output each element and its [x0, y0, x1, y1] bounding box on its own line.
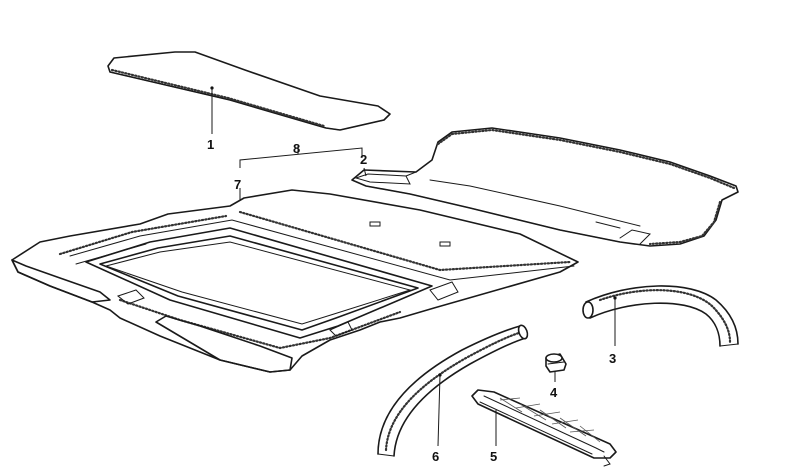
- callout-2: 2: [360, 152, 367, 167]
- callout-7: 7: [234, 177, 241, 192]
- leader-lines: [211, 88, 616, 447]
- part-6-curved-strip: [377, 324, 529, 457]
- part-3-curved-tube: [582, 285, 739, 347]
- callout-3: 3: [609, 351, 616, 366]
- part-2-rear-headliner: [351, 127, 739, 247]
- part-5-vent-grille: [471, 389, 617, 467]
- part-4-grommet: [545, 353, 567, 373]
- callout-8: 8: [293, 141, 300, 156]
- callout-6: 6: [432, 449, 439, 464]
- part-7-front-headliner: [11, 189, 579, 373]
- callout-4: 4: [550, 385, 558, 400]
- callout-1: 1: [207, 137, 214, 152]
- part-1-sunroof-panel: [107, 51, 391, 131]
- callout-5: 5: [490, 449, 497, 464]
